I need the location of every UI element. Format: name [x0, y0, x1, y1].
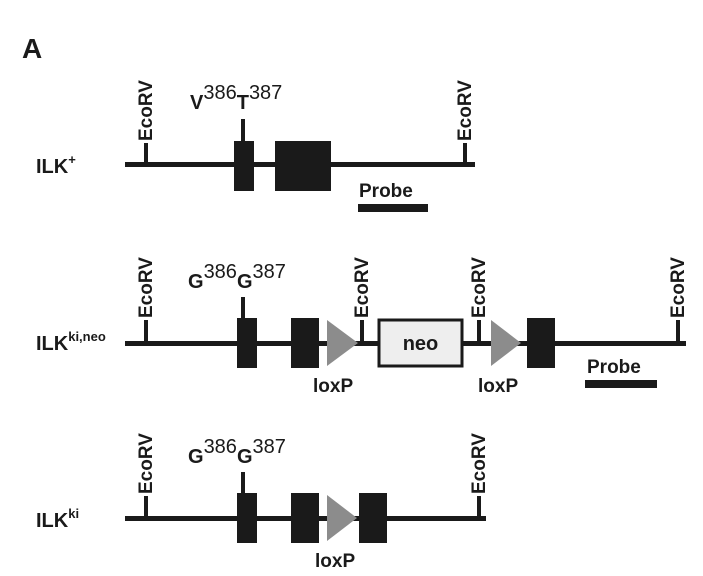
probe-label: Probe — [587, 357, 641, 378]
allele-label: ILK+ — [36, 152, 76, 178]
probe-label: Probe — [359, 181, 413, 202]
exon-box — [359, 493, 387, 543]
mutation-label: G386G387 — [188, 436, 286, 468]
mutation-tick — [241, 472, 245, 494]
exon-box — [237, 318, 257, 368]
allele-label: ILKki — [36, 506, 79, 532]
mutation-tick — [241, 119, 245, 142]
ecorv-tick — [144, 496, 148, 519]
ecorv-site-label: EcoRV — [469, 257, 490, 318]
allele-label: ILKki,neo — [36, 329, 106, 355]
exon-box — [237, 493, 257, 543]
probe-bar — [358, 204, 428, 212]
ecorv-tick — [477, 496, 481, 519]
loxp-label: loxP — [478, 376, 518, 397]
ecorv-tick — [477, 320, 481, 344]
allele-wildtype: ILK+ EcoRV EcoRV V386T387 Probe — [36, 80, 476, 212]
loxp-label: loxP — [315, 551, 355, 572]
ecorv-tick — [144, 143, 148, 165]
exon-box — [291, 493, 319, 543]
mutation-label: G386G387 — [188, 261, 286, 293]
allele-ki: ILKki EcoRV EcoRV G386G387 loxP — [36, 433, 490, 572]
ecorv-site-label: EcoRV — [469, 433, 490, 494]
mutation-label: V386T387 — [190, 82, 282, 114]
neo-cassette — [377, 318, 464, 368]
ecorv-site-label: EcoRV — [136, 433, 157, 494]
exon-box — [234, 141, 254, 191]
loxp-triangle — [327, 495, 357, 541]
ecorv-site-label: EcoRV — [668, 257, 689, 318]
exon-box — [275, 141, 331, 191]
panel-label: A — [22, 33, 42, 64]
mutation-tick — [241, 297, 245, 321]
loxp-triangle — [491, 320, 521, 366]
ecorv-site-label: EcoRV — [455, 80, 476, 141]
exon-box — [527, 318, 555, 368]
ecorv-site-label: EcoRV — [352, 257, 373, 318]
ecorv-tick — [144, 320, 148, 344]
probe-bar — [585, 380, 657, 388]
ecorv-site-label: EcoRV — [136, 257, 157, 318]
ecorv-tick — [463, 143, 467, 165]
exon-box — [291, 318, 319, 368]
neo-label: neo — [403, 333, 439, 355]
ecorv-tick — [360, 320, 364, 344]
ecorv-tick — [676, 320, 680, 344]
loxp-label: loxP — [313, 376, 353, 397]
loxp-triangle — [327, 320, 358, 366]
allele-ki-neo: ILKki,neo EcoRV EcoRV EcoRV EcoRV G386G3… — [36, 257, 689, 397]
ecorv-site-label: EcoRV — [136, 80, 157, 141]
